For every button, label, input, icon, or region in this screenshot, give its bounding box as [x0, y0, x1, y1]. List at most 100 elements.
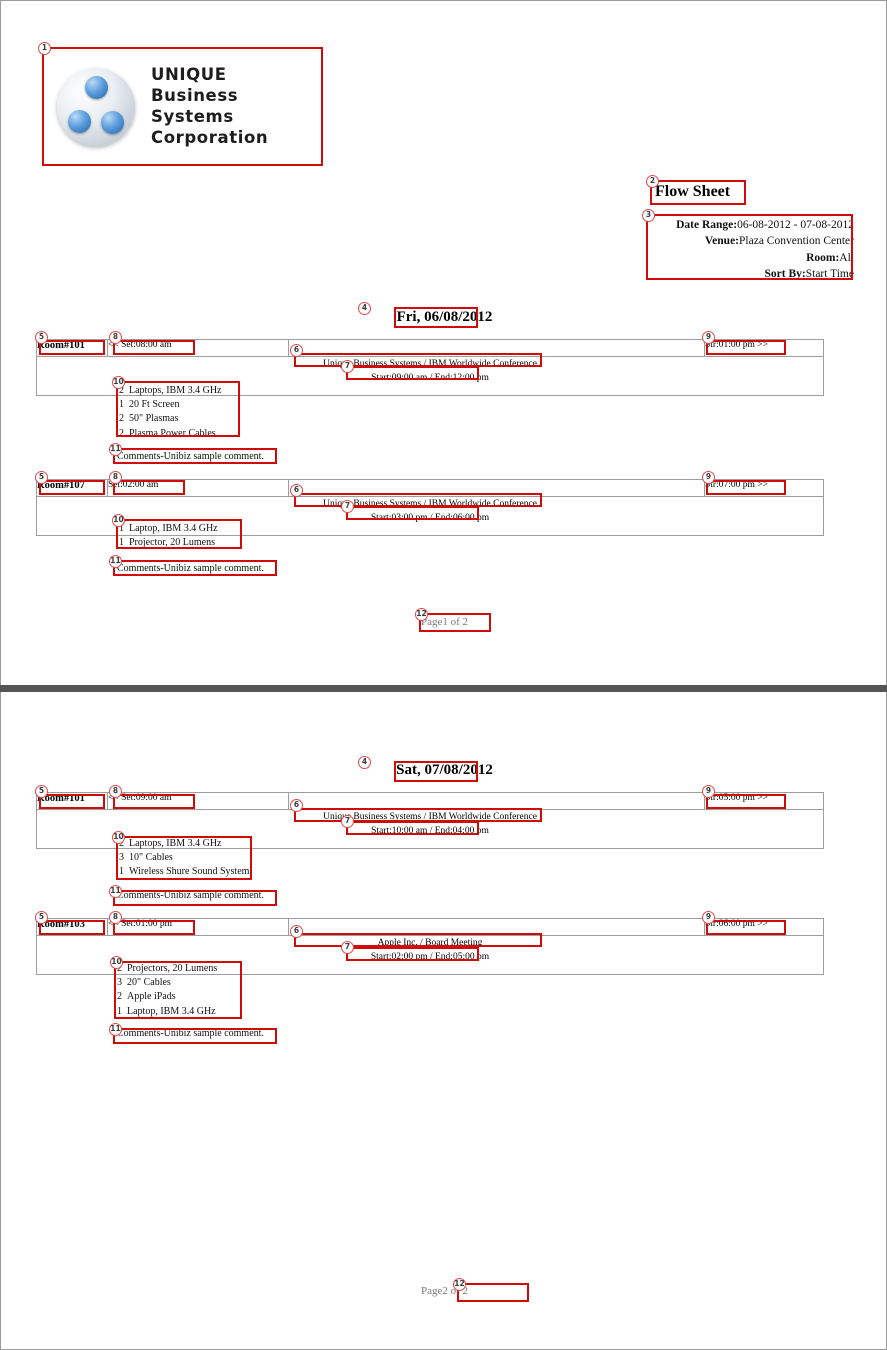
event-name: Unique Business Systems / IBM Worldwide …: [323, 359, 537, 369]
report-title: Flow Sheet: [655, 183, 731, 200]
table-row-header: Room#101 << Set:08:00 am Str:01:00 pm >>: [36, 339, 824, 357]
setup-time: << Set:09:00 am: [107, 792, 289, 810]
header-spacer: [288, 918, 705, 936]
strike-time: Str:07:00 pm >>: [704, 479, 824, 497]
detail-qty: 2: [117, 963, 122, 974]
company-name-line3: Corporation: [151, 127, 269, 147]
list-item: 1 Laptop, IBM 3.4 GHz: [117, 1005, 217, 1019]
setup-time: << Set:08:00 am: [107, 339, 289, 357]
event-name: Unique Business Systems / IBM Worldwide …: [323, 499, 537, 509]
logo-sphere-bottom-left: [68, 110, 91, 133]
detail-qty: 1: [117, 1005, 122, 1017]
meta-row-room: Room:All: [649, 250, 854, 266]
detail-item: Laptop, IBM 3.4 GHz: [129, 523, 218, 534]
day-heading: Sat, 07/08/2012: [396, 762, 493, 778]
annotation-badge-5: 5: [35, 331, 48, 344]
setup-time: << Set:01:00 pm: [107, 918, 289, 936]
annotation-badge-8: 8: [109, 471, 122, 484]
annotation-badge-6: 6: [290, 799, 303, 812]
meta-row-venue: Venue:Plaza Convention Center: [649, 233, 854, 249]
detail-item: 20" Cables: [127, 977, 171, 989]
logo-sphere-bottom-right: [101, 111, 124, 134]
detail-item: 50" Plasmas: [129, 413, 179, 425]
room-schedule-table: Room#101 << Set:08:00 am Str:01:00 pm >>…: [36, 339, 824, 396]
event-times: Start:02:00 pm / End:05:00 pm: [370, 952, 490, 963]
meta-row-date-range: Date Range:06-08-2012 - 07-08-2012: [649, 217, 854, 233]
annotation-badge-5: 5: [35, 471, 48, 484]
detail-item: Projectors, 20 Lumens: [127, 963, 218, 974]
detail-qty: 3: [117, 977, 122, 989]
logo-sphere-top: [85, 76, 108, 99]
annotation-badge-10: 10: [112, 831, 125, 844]
meta-label-room: Room:: [806, 251, 840, 264]
annotation-badge-3: 3: [642, 209, 655, 222]
annotation-badge-9: 9: [702, 785, 715, 798]
detail-qty: 2: [119, 838, 124, 849]
annotation-badge-9: 9: [702, 911, 715, 924]
annotation-badge-1: 1: [38, 42, 51, 55]
comment-line: Comments-Unibiz sample comment.: [117, 890, 264, 901]
meta-value-room: All: [839, 251, 854, 264]
annotation-badge-7: 7: [341, 500, 354, 513]
annotation-badge-5: 5: [35, 911, 48, 924]
comment-line: Comments-Unibiz sample comment.: [117, 563, 264, 574]
comment-line: Comments-Unibiz sample comment.: [117, 1028, 264, 1039]
meta-value-date-range: 06-08-2012 - 07-08-2012: [737, 219, 854, 231]
annotation-badge-6: 6: [290, 925, 303, 938]
event-name: Unique Business Systems / IBM Worldwide …: [323, 812, 537, 822]
comment-line: Comments-Unibiz sample comment.: [117, 451, 264, 462]
event-times: Start:10:00 am / End:04:00 pm: [371, 826, 489, 837]
detail-qty: 1: [119, 399, 124, 411]
header-spacer: [288, 792, 705, 810]
table-row-body: Unique Business Systems / IBM Worldwide …: [36, 809, 824, 849]
annotation-badge-5: 5: [35, 785, 48, 798]
three-spheres-logo-icon: [57, 68, 135, 146]
strike-time: Str:06:00 pm >>: [704, 918, 824, 936]
meta-label-date-range: Date Range:: [676, 219, 738, 231]
annotation-badge-8: 8: [109, 785, 122, 798]
report-filter-summary: Date Range:06-08-2012 - 07-08-2012 Venue…: [649, 217, 854, 282]
annotation-badge-4: 4: [358, 756, 371, 769]
company-logo-block: UNIQUE Business Systems Corporation: [43, 48, 323, 166]
company-name-line1: UNIQUE: [151, 65, 227, 85]
detail-qty: 1: [119, 537, 124, 549]
detail-qty: 2: [119, 427, 124, 439]
list-item: 1 Laptop, IBM 3.4 GHz: [119, 522, 218, 536]
annotation-badge-6: 6: [290, 344, 303, 357]
detail-item: 10" Cables: [129, 852, 173, 864]
table-row-header: Room#103 << Set:01:00 pm Str:06:00 pm >>: [36, 918, 824, 936]
room-block: Room#101 << Set:08:00 am Str:01:00 pm >>…: [36, 339, 824, 396]
annotation-badge-2: 2: [646, 175, 659, 188]
annotation-badge-6: 6: [290, 484, 303, 497]
room-number: Room#103: [36, 918, 108, 936]
event-cell: Unique Business Systems / IBM Worldwide …: [36, 809, 824, 849]
detail-item: Laptop, IBM 3.4 GHz: [127, 1005, 216, 1017]
room-block: Room#103 << Set:01:00 pm Str:06:00 pm >>…: [36, 918, 824, 975]
annotation-badge-10: 10: [112, 514, 125, 527]
detail-item: 20 Ft Screen: [129, 399, 180, 411]
detail-qty: 2: [119, 385, 124, 396]
event-cell: Unique Business Systems / IBM Worldwide …: [36, 356, 824, 396]
room-block: Room#101 << Set:09:00 am Str:05:00 pm >>…: [36, 792, 824, 849]
room-schedule-table: Room#101 << Set:09:00 am Str:05:00 pm >>…: [36, 792, 824, 849]
meta-label-venue: Venue:: [704, 235, 740, 248]
annotation-badge-12: 12: [415, 608, 428, 621]
annotation-badge-11: 11: [109, 885, 122, 898]
table-row-header: Room#107 Set:02:00 am Str:07:00 pm >>: [36, 479, 824, 497]
detail-qty: 1: [119, 523, 124, 534]
report-page-2: Sat, 07/08/2012 Room#101 << Set:09:00 am…: [0, 692, 887, 1350]
strike-time: Str:01:00 pm >>: [704, 339, 824, 357]
meta-label-sort-by: Sort By:: [764, 267, 806, 280]
annotation-badge-7: 7: [341, 815, 354, 828]
page-footer: Page1 of 2: [420, 616, 469, 628]
page-footer: Page2 of 2: [420, 1285, 469, 1297]
company-name-line2: Business Systems: [151, 86, 239, 126]
